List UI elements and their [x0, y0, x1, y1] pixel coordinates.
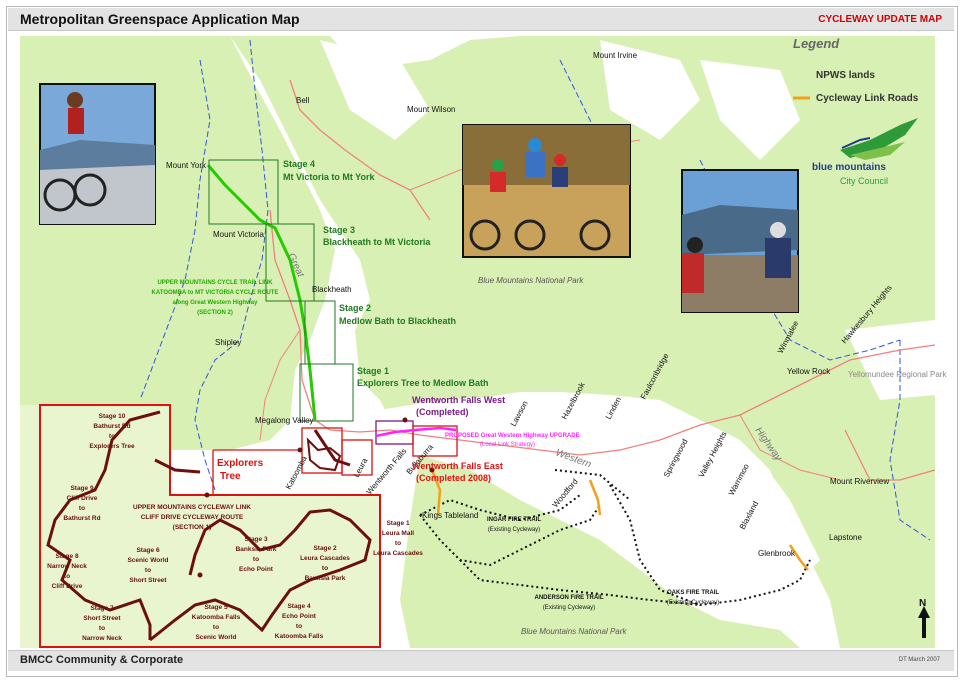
cliff-drive-route [46, 410, 372, 642]
wentworth-east-box [412, 425, 458, 457]
header-bar: Metropolitan Greenspace Application Map … [8, 8, 954, 31]
footer-bar: BMCC Community & Corporate DT March 2007 [8, 650, 954, 671]
legend-swatch-npws [793, 66, 807, 80]
photo-lookout [681, 169, 799, 313]
footer-credit: BMCC Community & Corporate [20, 654, 184, 666]
cliff-drive-outline [39, 404, 381, 648]
katoomba-loop [306, 437, 342, 472]
north-arrow-shape [918, 606, 930, 638]
proposed-upgrade-route [375, 426, 457, 438]
boundary-west [139, 59, 211, 401]
cycleway-link-roads [430, 469, 809, 571]
green-cycle-route [206, 164, 317, 421]
stage-boxes-north [208, 159, 354, 422]
council-logo-swoosh [840, 118, 918, 160]
leura-box [341, 439, 373, 476]
map-title: Metropolitan Greenspace Application Map [20, 11, 300, 27]
fire-trails [419, 469, 811, 607]
footer-date: DT March 2007 [898, 657, 940, 663]
update-label: CYCLEWAY UPDATE MAP [818, 14, 942, 25]
photo-mountain-biker [39, 83, 156, 225]
route-nodes [197, 417, 435, 578]
photo-family-cycling [462, 124, 631, 258]
explorers-tree-leader [212, 449, 300, 495]
